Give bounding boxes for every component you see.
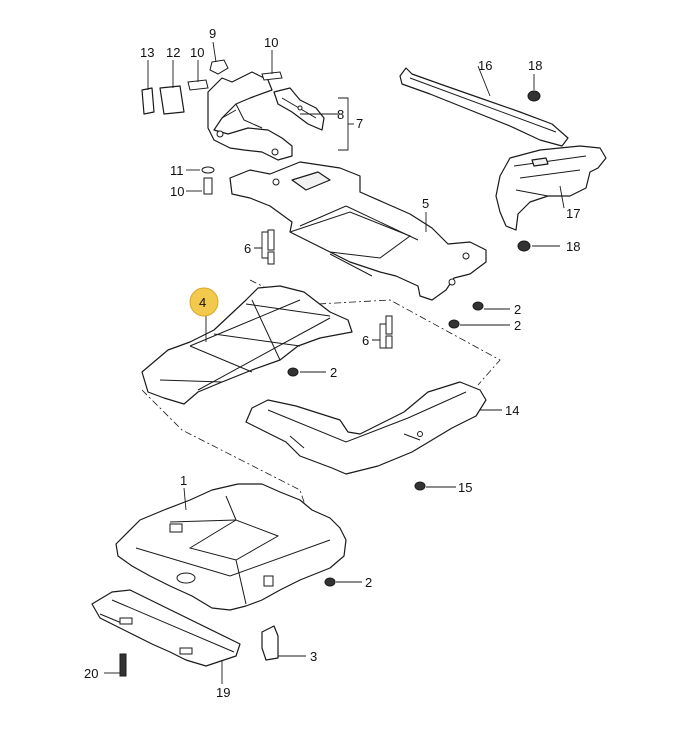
callout-18: 18: [566, 239, 580, 254]
callout-18: 18: [528, 58, 542, 73]
callout-3: 3: [310, 649, 317, 664]
part-1-bottom-shield: [115, 483, 347, 611]
callout-labels: 13 12 10 9 10 8 7 16 18 11 10 5 17 6 18 …: [84, 26, 580, 700]
callout-10: 10: [264, 35, 278, 50]
callout-4: 4: [199, 295, 206, 310]
callout-9: 9: [209, 26, 216, 41]
hardware-group: [119, 59, 541, 677]
callout-2: 2: [514, 302, 521, 317]
part-15-nut: [414, 481, 426, 491]
callout-17: 17: [566, 206, 580, 221]
callout-2: 2: [365, 575, 372, 590]
callout-16: 16: [478, 58, 492, 73]
part-9-nut: [209, 59, 229, 75]
callout-20: 20: [84, 666, 98, 681]
part-11-washer: [201, 166, 215, 174]
part-20-bolt: [119, 653, 127, 677]
part-10-bolt-lower: [203, 177, 213, 195]
callout-1: 1: [180, 473, 187, 488]
callout-15: 15: [458, 480, 472, 495]
part-14-middle-shield: [245, 381, 487, 475]
callout-8: 8: [337, 107, 344, 122]
callout-10: 10: [170, 184, 184, 199]
callout-7: 7: [356, 116, 363, 131]
callout-19: 19: [216, 685, 230, 700]
part-8-bracket: [273, 87, 325, 131]
part-17-side-guard: [495, 145, 607, 231]
part-18-screw-a: [527, 90, 541, 102]
part-3-clip: [261, 625, 279, 661]
callout-14: 14: [505, 403, 519, 418]
part-2-nut-a: [472, 301, 484, 311]
part-4-lattice-panel: [141, 285, 353, 405]
part-6-pin-b: [267, 251, 275, 265]
callout-2: 2: [514, 318, 521, 333]
callout-2: 2: [330, 365, 337, 380]
callout-13: 13: [140, 45, 154, 60]
part-5-frame-panel: [229, 161, 487, 301]
part-10-bolt-left: [187, 79, 209, 91]
part-6-pin-a: [267, 229, 275, 251]
part-19-lip: [91, 589, 241, 667]
leader-lines: [104, 41, 565, 684]
alignment-lines: [141, 279, 501, 506]
callout-6: 6: [244, 241, 251, 256]
callout-12: 12: [166, 45, 180, 60]
part-16-rail: [399, 67, 569, 147]
callout-5: 5: [422, 196, 429, 211]
part-2-nut-b: [448, 319, 460, 329]
highlight-marker: [189, 287, 219, 317]
part-13-clip: [141, 87, 155, 115]
callout-6: 6: [362, 333, 369, 348]
part-6-pin-c: [385, 315, 393, 335]
callout-10: 10: [190, 45, 204, 60]
part-18-screw-b: [517, 240, 531, 252]
callout-11: 11: [170, 163, 184, 178]
part-12-clip: [159, 85, 185, 115]
part-2-nut-d: [324, 577, 336, 587]
part-2-nut-c: [287, 367, 299, 377]
part-10-bolt-top: [261, 71, 283, 81]
part-6-pin-d: [385, 335, 393, 349]
part-7-bracket: [207, 71, 293, 161]
